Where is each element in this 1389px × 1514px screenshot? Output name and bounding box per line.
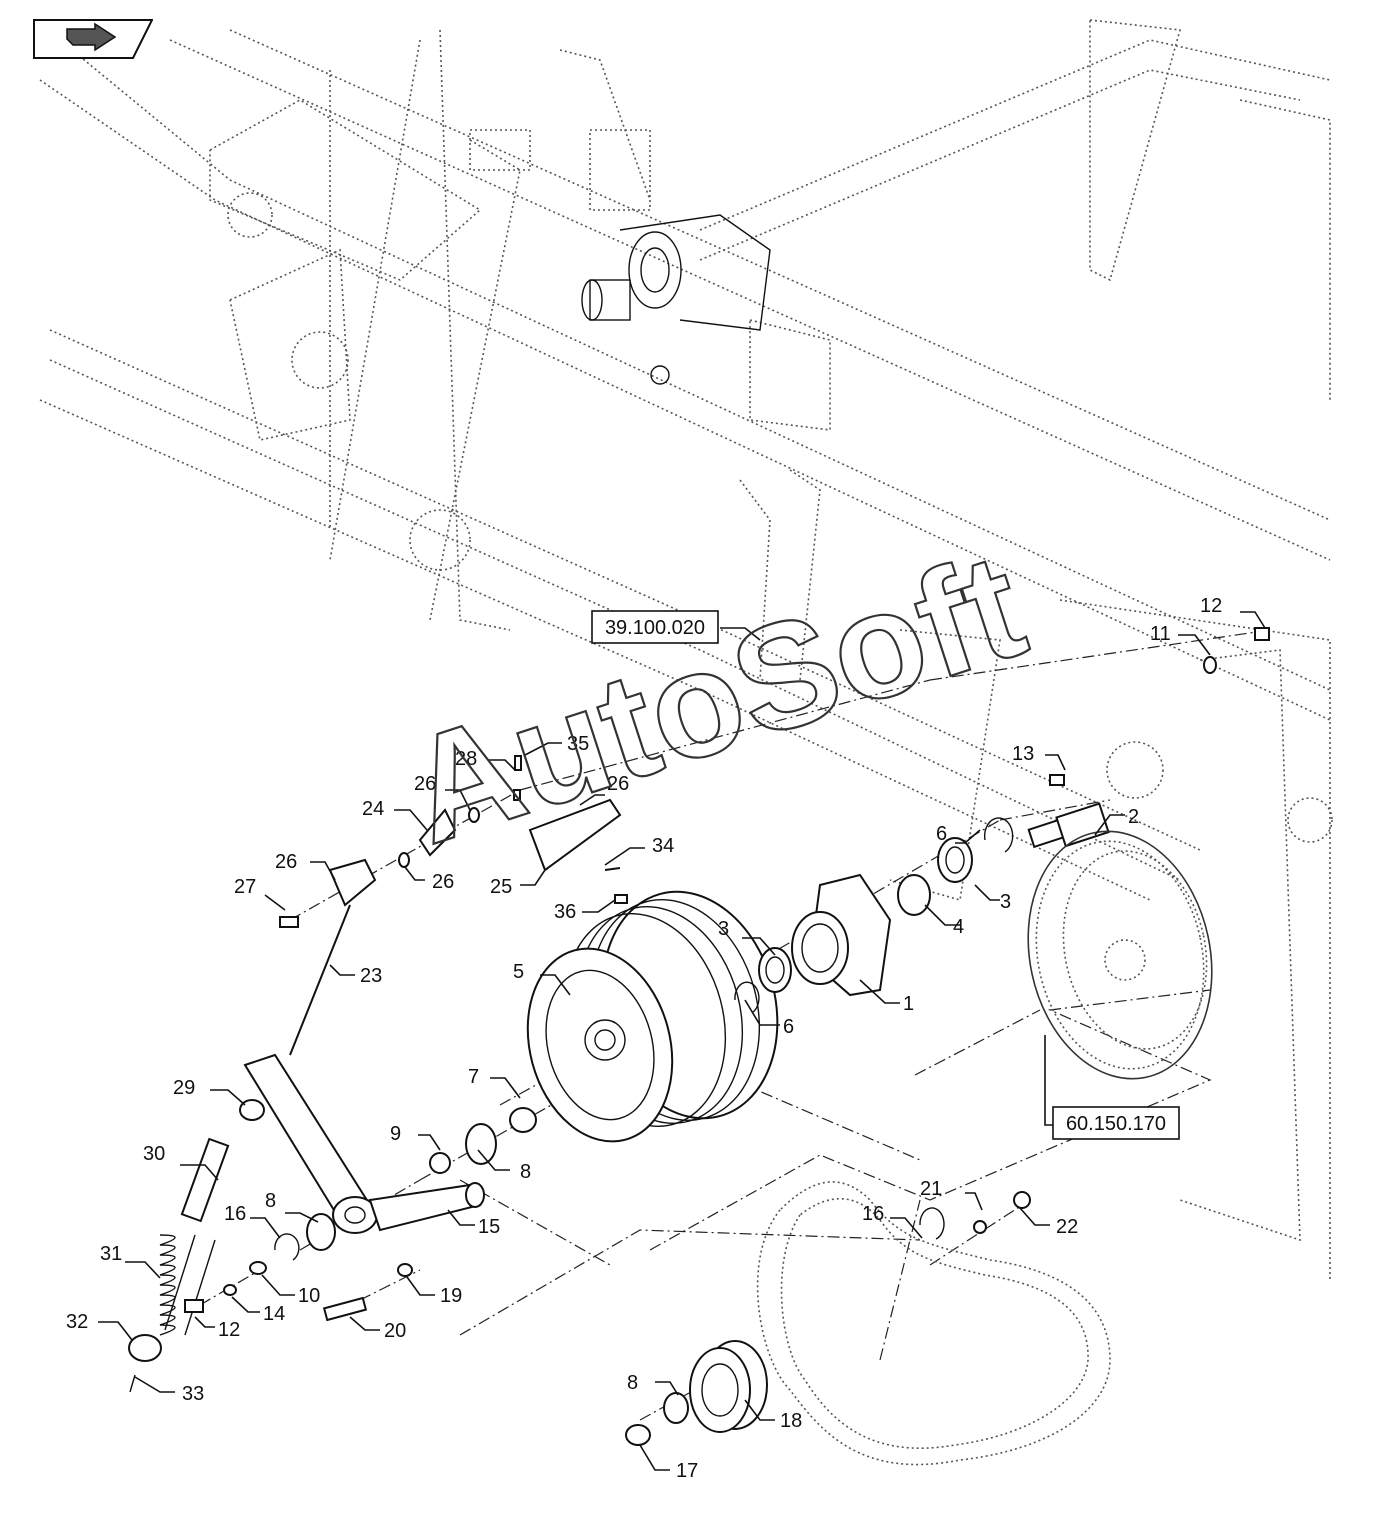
callout: 24 [362,798,384,820]
callout: 25 [490,876,512,898]
ref-label-2: 60.150.170 [1066,1113,1166,1135]
callout: 9 [390,1123,401,1145]
gearbox-shaft [581,214,771,385]
callout: 13 [1012,743,1034,765]
callout: 28 [455,748,477,770]
drive-pulley-ref [1027,830,1213,1080]
callout: 20 [384,1320,406,1342]
callout: 3 [1000,891,1011,913]
callout: 6 [783,1016,794,1038]
callout: 30 [143,1143,165,1165]
callout: 19 [440,1285,462,1307]
reference-box-2[interactable]: 60.150.170 [1052,1106,1180,1140]
callout: 26 [275,851,297,873]
callout: 23 [360,965,382,987]
callout: 26 [414,773,436,795]
callout: 1 [903,993,914,1015]
callout: 2 [1128,806,1139,828]
callout: 12 [1200,595,1222,617]
callout: 4 [953,916,964,938]
callout: 15 [478,1216,500,1238]
callout: 21 [920,1178,942,1200]
callout: 31 [100,1243,122,1265]
callout: 29 [173,1077,195,1099]
pulley-5 [526,890,779,1143]
upper-linkage [279,755,628,928]
callout: 7 [468,1066,479,1088]
callout: 10 [298,1285,320,1307]
callout: 5 [513,961,524,983]
shaft-small-parts [734,627,1270,1013]
callout: 18 [780,1410,802,1432]
callout: 33 [182,1383,204,1405]
tensioner-assembly [128,904,537,1393]
callout: 17 [676,1460,698,1482]
back-arrow-icon [33,19,154,59]
callout-labels: 1 2 3 3 4 5 6 6 7 8 8 8 9 10 11 12 12 13… [66,595,1222,1482]
callout: 26 [607,773,629,795]
callout: 6 [936,823,947,845]
callout: 26 [432,871,454,893]
callout: 8 [520,1161,531,1183]
callout: 3 [718,918,729,940]
callout: 8 [627,1372,638,1394]
callout: 14 [263,1303,285,1325]
callout: 11 [1150,623,1171,645]
callout: 12 [218,1319,240,1341]
bearing-housing-1 [791,873,892,997]
callout: 8 [265,1190,276,1212]
drive-belt [756,1181,1111,1466]
idler-pulley-18 [625,1340,768,1446]
callout: 22 [1056,1216,1078,1238]
ref-label-1: 39.100.020 [605,617,705,639]
callout: 32 [66,1311,88,1333]
machine-frame [39,19,1333,1280]
callout: 34 [652,835,674,857]
callout: 16 [224,1203,246,1225]
back-button[interactable] [33,19,154,59]
callout: 16 [862,1203,884,1225]
callout: 27 [234,876,256,898]
leader-lines [98,611,1266,1471]
callout: 36 [554,901,576,923]
callout: 35 [567,733,589,755]
reference-box-1[interactable]: 39.100.020 [591,610,719,644]
